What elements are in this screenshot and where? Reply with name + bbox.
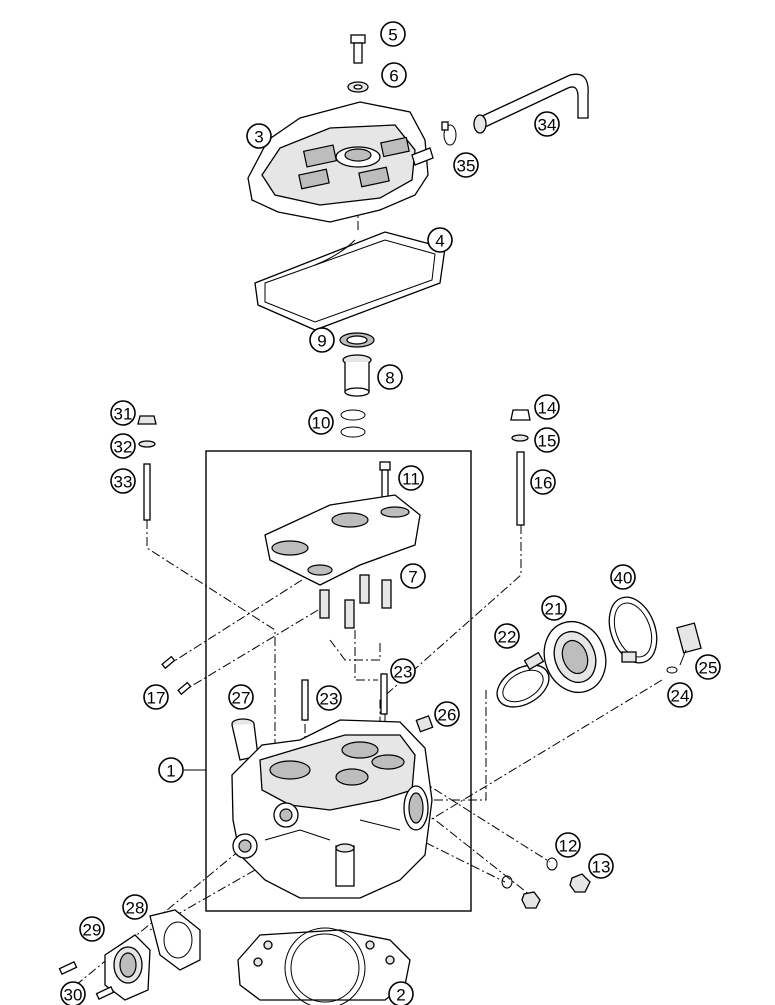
callout-7: 7 [400,563,426,589]
thermostat-elbow [104,934,151,1001]
callout-9: 9 [309,327,335,353]
callout-33: 33 [110,468,136,494]
callout-1: 1 [158,757,184,783]
callout-27: 27 [228,684,254,710]
svg-text:8: 8 [385,369,394,388]
small-screws [161,655,192,696]
callout-32: 32 [110,433,136,459]
o-rings [340,409,366,438]
cover-washer [347,81,369,93]
svg-text:12: 12 [559,837,578,856]
screw-plug-26 [415,715,434,733]
callout-25: 25 [695,654,721,680]
cover-bolt [350,34,366,64]
svg-text:29: 29 [83,921,102,940]
callout-30: 30 [60,981,86,1005]
svg-text:2: 2 [396,986,405,1005]
svg-text:13: 13 [592,858,611,877]
svg-text:17: 17 [147,689,166,708]
callout-26: 26 [434,701,460,727]
svg-text:34: 34 [538,116,557,135]
callout-10: 10 [308,409,334,435]
thermostat-gasket [149,909,201,971]
svg-text:23: 23 [320,690,339,709]
svg-text:9: 9 [317,332,326,351]
svg-text:21: 21 [545,600,564,619]
svg-text:40: 40 [614,569,633,588]
svg-text:26: 26 [438,706,457,725]
intake-flange [543,620,607,694]
callout-3: 3 [246,123,272,149]
callout-13: 13 [588,853,614,879]
svg-text:1: 1 [166,762,175,781]
screw-plugs [521,873,591,909]
assembly-group-frame [205,450,472,912]
callout-2: 2 [388,981,414,1005]
camshaft-bearing-bridge [264,494,421,586]
svg-text:11: 11 [402,470,420,489]
callout-8: 8 [377,364,403,390]
intake-clamp-22 [496,651,550,708]
svg-text:32: 32 [114,438,133,457]
svg-text:30: 30 [64,986,83,1005]
left-stud-assembly [137,415,157,521]
svg-text:28: 28 [126,899,145,918]
callout-12: 12 [555,832,581,858]
valve-cover-gasket [254,231,446,331]
svg-text:24: 24 [671,687,690,706]
callout-15: 15 [534,427,560,453]
svg-text:22: 22 [498,628,517,647]
dowel-pins [301,673,388,721]
temperature-sensor [666,622,702,674]
elbow-screws [58,961,115,1000]
svg-text:23: 23 [394,663,413,682]
callout-28: 28 [122,894,148,920]
sealing-rings [501,857,558,889]
callout-31: 31 [110,400,136,426]
right-stud-assembly [510,409,531,526]
callout-35: 35 [453,152,479,178]
callout-23-left: 23 [316,685,342,711]
svg-text:10: 10 [312,414,331,433]
hose-clamp [441,121,457,146]
valve-guides [319,574,392,629]
callout-21: 21 [541,595,567,621]
seal-ring-9 [339,332,375,348]
cylinder-head-gasket [237,927,411,1005]
callout-34: 34 [534,111,560,137]
cylinder-head [231,719,433,899]
valve-cover [247,101,434,223]
intake-clamp-40 [608,596,658,664]
callout-23-right: 23 [390,658,416,684]
svg-text:7: 7 [408,568,417,587]
svg-text:4: 4 [435,232,444,251]
callout-14: 14 [534,394,560,420]
callout-11: 11 [398,465,424,491]
svg-text:3: 3 [254,128,263,147]
breather-hose [473,73,589,134]
svg-text:14: 14 [538,399,557,418]
svg-text:6: 6 [389,67,398,86]
svg-text:16: 16 [534,474,553,493]
svg-text:31: 31 [114,405,133,424]
svg-text:35: 35 [457,157,476,176]
svg-text:27: 27 [232,689,251,708]
callout-17: 17 [143,684,169,710]
callout-29: 29 [79,916,105,942]
callout-6: 6 [381,62,407,88]
svg-text:25: 25 [699,659,718,678]
callout-4: 4 [427,227,453,253]
callout-5: 5 [380,21,406,47]
svg-text:5: 5 [388,26,397,45]
svg-text:15: 15 [538,432,557,451]
guide-sleeve [231,718,259,761]
spark-plug-shaft [342,354,372,397]
callout-40: 40 [610,564,636,590]
callout-16: 16 [530,469,556,495]
callout-22: 22 [494,623,520,649]
callout-24: 24 [667,682,693,708]
svg-text:33: 33 [114,473,133,492]
